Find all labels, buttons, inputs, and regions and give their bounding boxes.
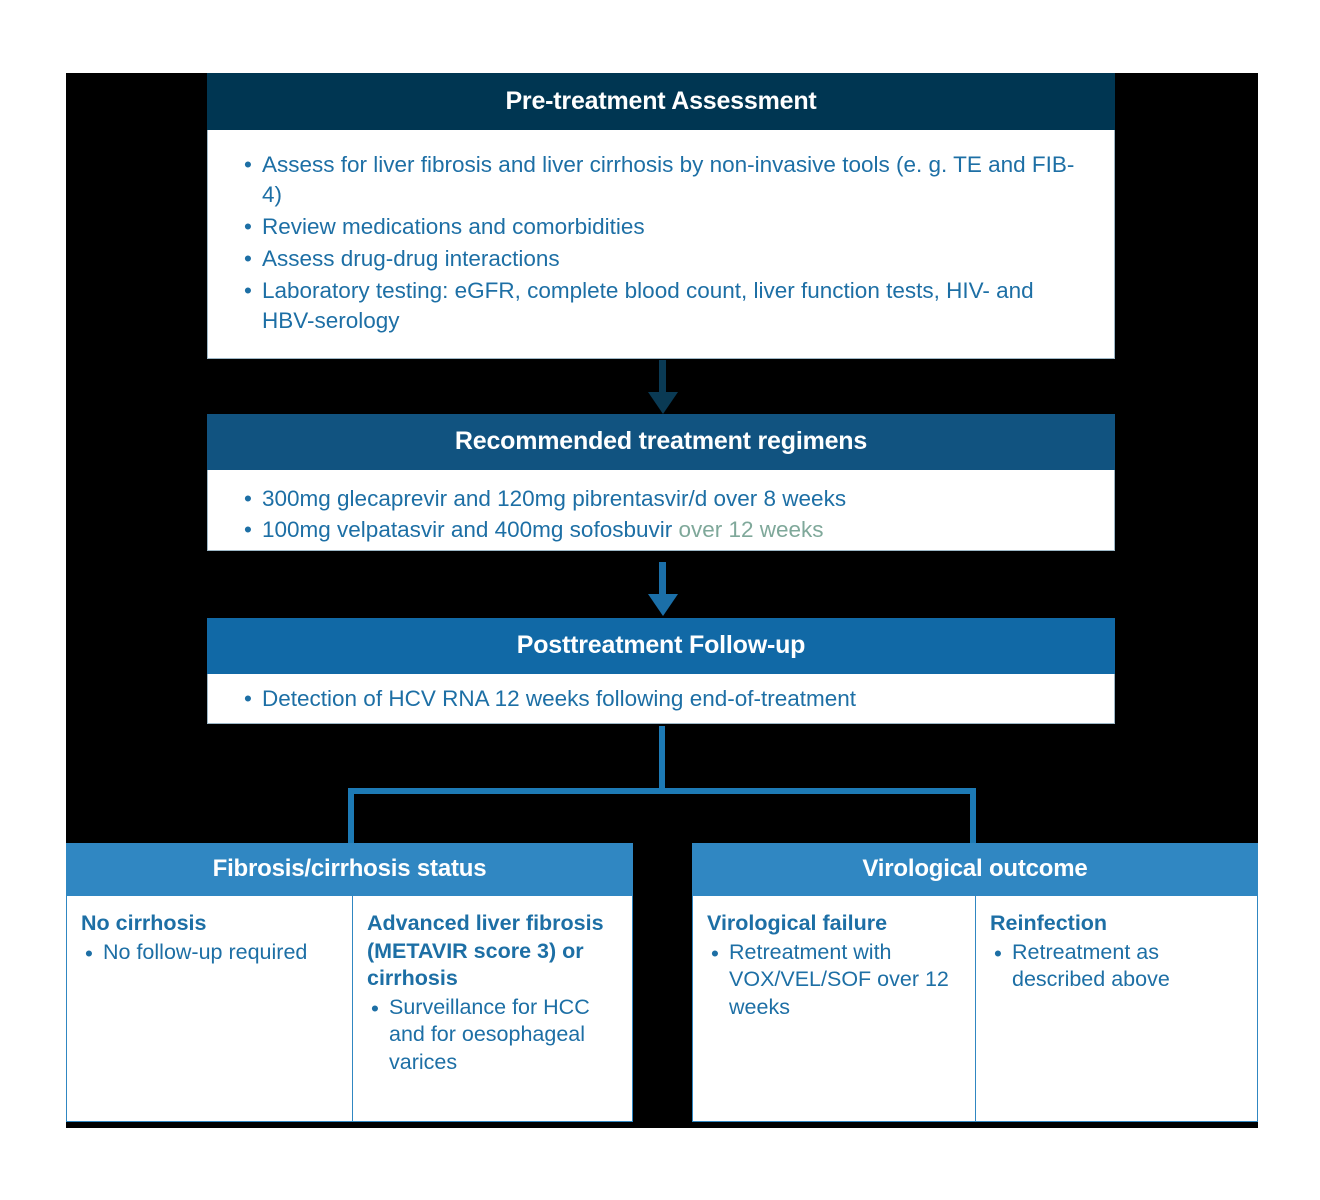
connector-line-horizontal: [348, 788, 976, 794]
card-body-posttreatment-followup: Detection of HCV RNA 12 weeks following …: [207, 674, 1115, 724]
bullet-list-reinfection: Retreatment as described above: [990, 939, 1243, 995]
column-title: No cirrhosis: [81, 911, 207, 935]
list-item: 300mg glecaprevir and 120mg pibrentasvir…: [242, 484, 1080, 514]
connector-line-right-drop: [970, 788, 976, 844]
card-posttreatment-followup: Posttreatment Follow-up Detection of HCV…: [207, 618, 1115, 724]
connector-line-vertical-center: [659, 726, 665, 792]
card-pre-treatment-assessment: Pre-treatment Assessment Assess for live…: [207, 73, 1115, 359]
panel-column-reinfection: Reinfection Retreatment as described abo…: [975, 896, 1257, 1121]
list-item: Assess drug-drug interactions: [242, 244, 1080, 274]
list-item: Assess for liver fibrosis and liver cirr…: [242, 150, 1080, 210]
panel-column-virological-failure: Virological failure Retreatment with VOX…: [693, 896, 975, 1121]
card-header-pre-treatment-assessment: Pre-treatment Assessment: [207, 73, 1115, 130]
connector-line: [659, 360, 666, 396]
column-title: Virological failure: [707, 911, 888, 935]
list-item: Review medications and comorbidities: [242, 212, 1080, 242]
card-body-recommended-regimens: 300mg glecaprevir and 120mg pibrentasvir…: [207, 470, 1115, 551]
bullet-list-virological-failure: Retreatment with VOX/VEL/SOF over 12 wee…: [707, 939, 961, 1023]
list-item: 100mg velpatasvir and 400mg sofosbuvir o…: [242, 515, 1080, 545]
list-item: Surveillance for HCC and for oesophageal…: [367, 994, 618, 1078]
regimen-text: 100mg velpatasvir and 400mg sofosbuvir: [262, 516, 679, 542]
panel-body-fibrosis-cirrhosis-status: No cirrhosis No follow-up required Advan…: [66, 896, 633, 1122]
bullet-list-followup: Detection of HCV RNA 12 weeks following …: [242, 684, 1080, 714]
list-item: No follow-up required: [81, 939, 338, 968]
bullet-list-regimens: 300mg glecaprevir and 120mg pibrentasvir…: [242, 484, 1080, 545]
panel-header-fibrosis-cirrhosis-status: Fibrosis/cirrhosis status: [66, 843, 633, 896]
arrowhead-icon: [648, 594, 678, 616]
connector-line: [659, 562, 666, 598]
list-item: Retreatment as described above: [990, 939, 1243, 995]
panel-fibrosis-cirrhosis-status: Fibrosis/cirrhosis status No cirrhosis N…: [66, 843, 633, 1122]
column-title: Reinfection: [990, 911, 1108, 935]
bullet-list-advanced-fibrosis: Surveillance for HCC and for oesophageal…: [367, 994, 618, 1078]
bullet-list-pre-treatment: Assess for liver fibrosis and liver cirr…: [242, 150, 1080, 336]
list-item: Laboratory testing: eGFR, complete blood…: [242, 276, 1080, 336]
regimen-duration-highlight: over 12 weeks: [678, 516, 824, 542]
panel-column-advanced-fibrosis: Advanced liver fibrosis (METAVIR score 3…: [351, 896, 632, 1121]
panel-body-virological-outcome: Virological failure Retreatment with VOX…: [692, 896, 1258, 1122]
panel-column-no-cirrhosis: No cirrhosis No follow-up required: [67, 896, 352, 1121]
card-header-posttreatment-followup: Posttreatment Follow-up: [207, 618, 1115, 674]
card-recommended-regimens: Recommended treatment regimens 300mg gle…: [207, 414, 1115, 551]
list-item: Detection of HCV RNA 12 weeks following …: [242, 684, 1080, 714]
card-body-pre-treatment-assessment: Assess for liver fibrosis and liver cirr…: [207, 130, 1115, 359]
connector-line-left-drop: [348, 788, 354, 844]
bullet-list-no-cirrhosis: No follow-up required: [81, 939, 338, 968]
card-header-recommended-regimens: Recommended treatment regimens: [207, 414, 1115, 470]
panel-header-virological-outcome: Virological outcome: [692, 843, 1258, 896]
panel-virological-outcome: Virological outcome Virological failure …: [692, 843, 1258, 1122]
arrowhead-icon: [648, 392, 678, 414]
list-item: Retreatment with VOX/VEL/SOF over 12 wee…: [707, 939, 961, 1023]
column-title: Advanced liver fibrosis (METAVIR score 3…: [366, 911, 604, 991]
